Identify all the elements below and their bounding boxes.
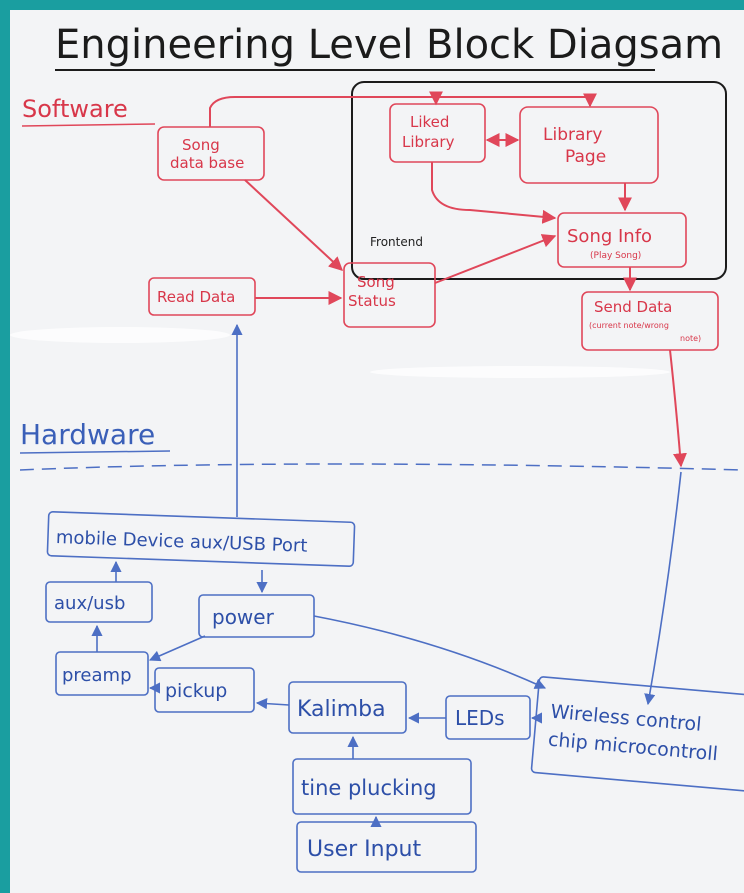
arrow-send-data-down [669,349,687,468]
pickup-label: pickup [165,680,227,702]
kalimba-block: Kalimba [288,681,407,734]
send-data-sublabel-1: (current note/wrong [589,321,669,330]
arrow-power-to-wireless [313,615,547,689]
arrow-send-data-to-wireless [644,471,682,706]
send-data-sublabel-2: note) [680,334,701,343]
tine-plucking-block: tine plucking [292,758,472,815]
leds-block: LEDs [445,695,531,740]
arrow-database-to-song-status [244,179,344,271]
song-status-label-1: Song [357,273,395,291]
power-label: power [212,605,275,629]
power-block: power [198,594,315,638]
song-database-block: Song data base [157,126,265,181]
song-status-block: Song Status [343,262,436,328]
leds-label: LEDs [455,706,505,730]
tine-plucking-label: tine plucking [301,776,437,800]
aux-usb-block: aux/usb [45,581,153,623]
arrow-kalimba-to-pickup [255,698,290,710]
aux-usb-label: aux/usb [54,593,125,614]
liked-library-label-1: Liked [410,113,449,131]
send-data-label: Send Data [594,298,672,316]
song-info-sublabel: (Play Song) [590,251,641,261]
software-section-label: Software [22,95,128,123]
arrow-power-to-preamp [148,635,206,662]
hardware-underline [19,450,171,454]
library-page-label-2: Page [565,147,606,167]
arrow-database-to-library-page [209,93,597,127]
library-page-block: Library Page [519,106,659,184]
pickup-block: pickup [154,667,255,713]
whiteboard: Engineering Level Block Diagsam Software… [10,10,744,893]
software-underline [21,123,156,127]
hardware-section-label: Hardware [20,418,155,451]
song-status-label-2: Status [348,292,396,310]
read-data-block: Read Data [148,277,256,316]
read-data-label: Read Data [157,288,235,306]
song-database-label-1: Song [182,136,220,154]
liked-library-label-2: Library [402,133,455,151]
section-divider [19,463,744,471]
glare [10,327,230,343]
diagram-title: Engineering Level Block Diagsam [55,22,723,68]
send-data-block: Send Data (current note/wrong note) [581,291,719,351]
mobile-device-block: mobile Device aux/USB Port [46,511,356,568]
frontend-boundary [351,81,727,280]
liked-library-block: Liked Library [389,103,486,163]
song-info-label: Song Info [567,226,652,247]
song-database-label-2: data base [170,154,244,172]
block-diagram: Engineering Level Block Diagsam Software… [10,22,744,873]
arrow-liked-library-to-song-info [431,162,557,224]
user-input-label: User Input [307,837,421,862]
song-info-block: Song Info (Play Song) [557,212,687,268]
user-input-block: User Input [296,821,477,873]
wireless-controller-block: Wireless control chip microcontroll [530,676,744,792]
frontend-label: Frontend [370,235,423,249]
library-page-label-1: Library [543,125,602,145]
preamp-block: preamp [55,651,149,696]
mobile-device-label: mobile Device aux/USB Port [56,527,308,557]
preamp-label: preamp [62,665,132,686]
glare [370,366,670,378]
arrow-song-status-to-song-info [434,234,557,284]
kalimba-label: Kalimba [297,697,386,722]
